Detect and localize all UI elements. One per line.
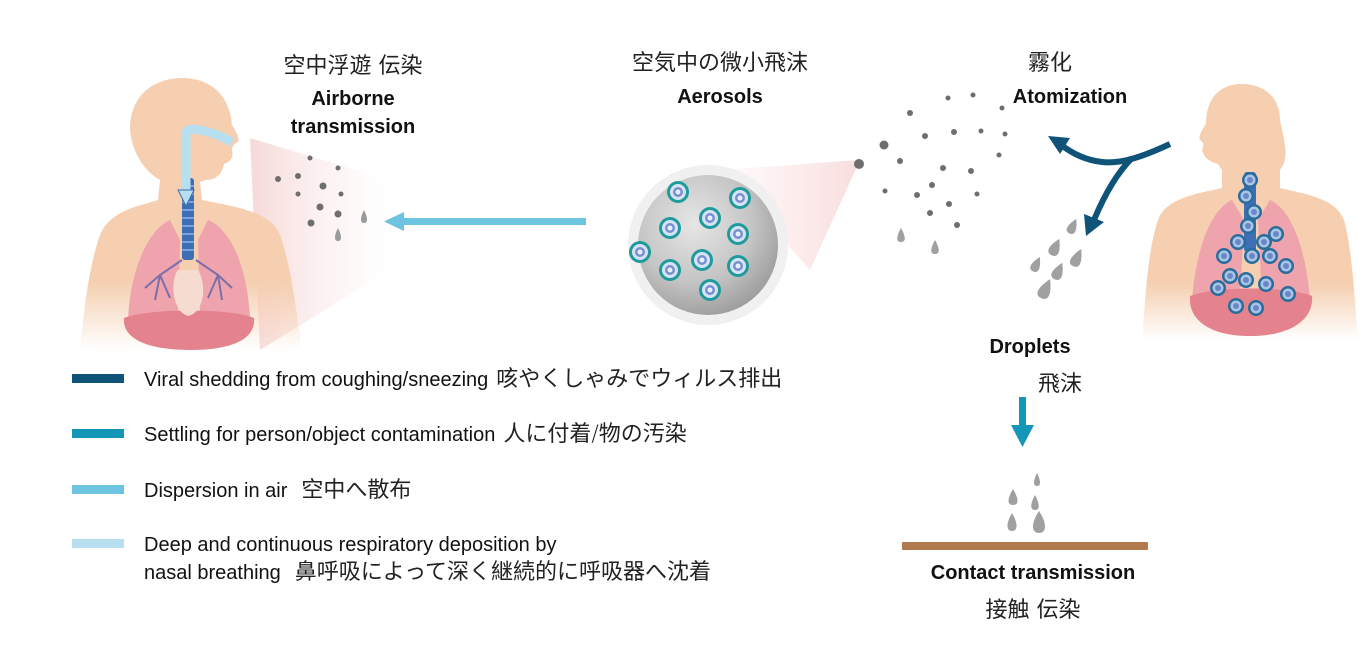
legend-jp: 咳やくしゃみでウィルス排出 [496, 367, 783, 392]
aerosols-label-en: Aerosols [677, 86, 763, 108]
contact-label-jp: 接触 伝染 [985, 598, 1081, 623]
legend-swatch-dispersion [72, 485, 124, 494]
legend-item-dispersion: Dispersion in air 空中へ散布 [72, 477, 411, 505]
legend-en: Settling for person/object contamination [144, 424, 496, 446]
nasal-breathing-arrowhead [177, 189, 195, 208]
left-heart [173, 270, 204, 316]
airborne-small-droplets [335, 210, 367, 241]
atomization-label-jp: 霧化 [1027, 51, 1072, 76]
left-person-illustration [80, 78, 390, 350]
legend-en-line2: nasal breathing [144, 562, 281, 584]
contact-label-en: Contact transmission [930, 562, 1136, 584]
legend-item-settling: Settling for person/object contamination… [72, 421, 687, 449]
droplets-label-jp: 飛沫 [1037, 372, 1082, 397]
legend-en-line1: Deep and continuous respiratory depositi… [144, 534, 557, 556]
nasal-breathing-path [181, 124, 235, 192]
aerosols-label-jp: 空気中の微小飛沫 [631, 51, 808, 76]
right-person-illustration [1142, 84, 1358, 340]
airborne-label-jp: 空中浮遊 伝染 [283, 54, 423, 79]
dispersion-arrow [384, 212, 586, 231]
viral-shedding-arrow [1048, 136, 1172, 236]
legend-swatch-settling [72, 429, 124, 438]
legend-swatch-nasal-deposition [72, 539, 124, 548]
contact-surface [902, 542, 1148, 550]
atomization-particles [854, 92, 1008, 254]
left-diaphragm [123, 310, 255, 350]
airborne-label-en-line2: transmission [290, 116, 416, 138]
legend-jp: 鼻呼吸によって深く継続的に呼吸器へ沈着 [294, 560, 712, 585]
left-bronchi [144, 259, 233, 301]
legend-jp: 人に付着/物の汚染 [503, 422, 687, 447]
left-lung-left [128, 220, 180, 329]
airborne-label-en-line1: Airborne [311, 88, 395, 110]
legend-jp: 空中へ散布 [301, 478, 412, 503]
aerosol-sphere-illustration [628, 160, 860, 325]
falling-droplets [1030, 218, 1082, 299]
airborne-particles [275, 155, 344, 227]
legend-en: Dispersion in air [144, 480, 288, 502]
legend-en: Viral shedding from coughing/sneezing [144, 369, 489, 391]
left-lung-right [198, 220, 250, 329]
legend-item-viral-shedding: Viral shedding from coughing/sneezing 咳やく… [72, 366, 782, 394]
legend-item-nasal-deposition: Deep and continuous respiratory depositi… [72, 531, 711, 587]
droplets-label-en: Droplets [989, 336, 1071, 358]
settling-arrow [1011, 397, 1034, 447]
atomization-label-en: Atomization [1012, 86, 1128, 108]
legend-swatch-viral-shedding [72, 374, 124, 383]
surface-droplets [1007, 473, 1045, 533]
